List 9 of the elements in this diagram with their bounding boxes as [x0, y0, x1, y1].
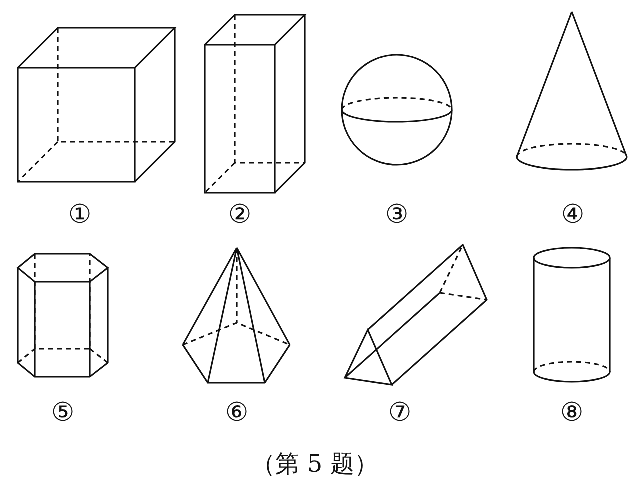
figure-number: ⑧ [560, 400, 584, 426]
figure-number: ④ [561, 202, 585, 228]
figure-number: ⑤ [51, 400, 75, 426]
caption: （第 5 题） [252, 452, 378, 476]
figure-number: ⑥ [225, 400, 249, 426]
figure-number: ⑦ [388, 400, 412, 426]
figure-number: ② [228, 202, 252, 228]
figure-number: ③ [385, 202, 409, 228]
figure-number: ① [68, 202, 92, 228]
